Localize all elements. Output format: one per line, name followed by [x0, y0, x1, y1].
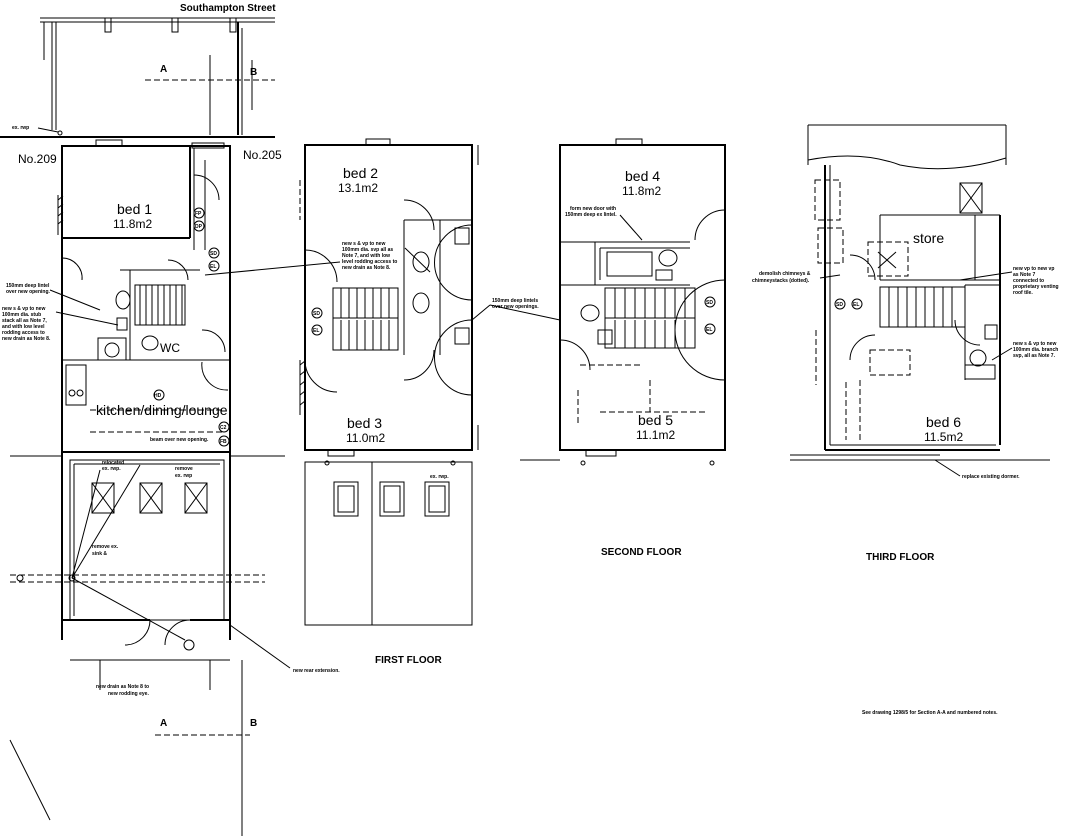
- note-see-drawing: See drawing 1298/5 for Section A-A and n…: [862, 710, 998, 716]
- section-mark-b-top: B: [250, 67, 257, 78]
- room-bed-5-area: 11.1m2: [636, 428, 675, 442]
- first-stairs: [332, 287, 399, 351]
- third-floor-plan: store bed 6 11.5m2 THIRD FLOOR SD EL dem…: [752, 124, 1060, 563]
- note-relocated-rwp: relocated ex. rwp.: [102, 460, 126, 472]
- note-demolish: demolish chimneys & chimneystacks (dotte…: [752, 271, 812, 284]
- tag-hd: HD: [154, 393, 162, 399]
- ground-tags: FP DP SD EL HD C2 FB: [153, 207, 230, 447]
- section-mark-a-bottom: A: [160, 718, 167, 729]
- second-floor-title: SECOND FLOOR: [601, 547, 682, 558]
- tag-fp: FP: [195, 211, 202, 217]
- third-floor-title: THIRD FLOOR: [866, 552, 935, 563]
- room-bed-2-area: 13.1m2: [338, 181, 378, 195]
- room-kitchen-name: kitchen/dining/lounge: [96, 402, 228, 418]
- note-svp-third: new s & vp to new 100mm dia. branch svp,…: [1013, 341, 1060, 359]
- note-dormer: replace existing dormer.: [962, 474, 1020, 480]
- neighbor-right-label: No.205: [243, 148, 282, 162]
- note-remove-rwp: remove ex. rwp: [175, 466, 194, 479]
- room-bed-3-name: bed 3: [347, 415, 382, 431]
- neighbor-left-label: No.209: [18, 152, 57, 166]
- room-bed-4-name: bed 4: [625, 168, 660, 184]
- room-store-name: store: [913, 230, 944, 246]
- note-ex-rwp-first: ex. rwp.: [430, 474, 449, 480]
- tag-el-second: EL: [706, 327, 712, 333]
- note-lintel-ground: 150mm deep lintel over new opening.: [6, 283, 51, 295]
- tag-sd-first: SD: [313, 311, 320, 317]
- room-bed-4-area: 11.8m2: [622, 184, 661, 198]
- note-vent-pipe: new vp to new vp as Note 7 connected to …: [1013, 266, 1060, 296]
- note-svp-first: new s & vp to new 100mm dia. svp all as …: [342, 241, 399, 271]
- tag-dp: DP: [195, 224, 203, 230]
- note-lintels-first: 150mm deep lintels over new openings.: [492, 298, 540, 310]
- note-rear-extension: new rear extension.: [293, 668, 340, 674]
- second-stairs: [604, 287, 696, 349]
- room-bed-1-name: bed 1: [117, 201, 152, 217]
- note-beam: beam over new opening.: [150, 437, 209, 443]
- tag-el-first: EL: [313, 328, 319, 334]
- room-bed-3-area: 11.0m2: [346, 431, 385, 445]
- tag-sd-second: SD: [706, 300, 713, 306]
- note-fire-door: form new door with 150mm deep ex lintel.: [565, 206, 618, 218]
- tag-sd-third: SD: [836, 302, 843, 308]
- room-wc-name: WC: [160, 341, 180, 355]
- tag-el-third: EL: [853, 302, 859, 308]
- note-remove-sink: remove ex. sink &: [92, 544, 120, 557]
- note-new-drain: new drain as Note 8 to new rodding eye.: [96, 684, 150, 697]
- third-stairs: [879, 286, 966, 328]
- room-bed-6-area: 11.5m2: [924, 430, 963, 444]
- street-name: Southampton Street: [180, 3, 276, 14]
- section-mark-b-bottom: B: [250, 718, 257, 729]
- tag-sd-ground: SD: [210, 251, 217, 257]
- room-bed-2-name: bed 2: [343, 165, 378, 181]
- ground-floor-plan: Southampton Street A B ex. rwp No.209 No…: [0, 3, 340, 836]
- tag-el-ground: EL: [210, 264, 216, 270]
- second-floor-plan: bed 4 11.8m2 bed 5 11.1m2 SECOND FLOOR S…: [520, 138, 726, 558]
- room-bed-6-name: bed 6: [926, 414, 961, 430]
- ex-rwp-label-front: ex. rwp: [12, 125, 29, 131]
- section-mark-a-top: A: [160, 64, 167, 75]
- ground-stairs: [134, 284, 186, 326]
- tag-fb: FB: [220, 439, 227, 445]
- room-bed-1-area: 11.8m2: [113, 217, 152, 231]
- first-floor-plan: bed 2 13.1m2 bed 3 11.0m2 FIRST FLOOR SD…: [299, 138, 561, 666]
- tag-c2: C2: [220, 425, 227, 431]
- first-floor-title: FIRST FLOOR: [375, 655, 442, 666]
- room-bed-5-name: bed 5: [638, 412, 673, 428]
- note-svp-ground: new s & vp to new 100mm dia. stub stack …: [2, 306, 51, 342]
